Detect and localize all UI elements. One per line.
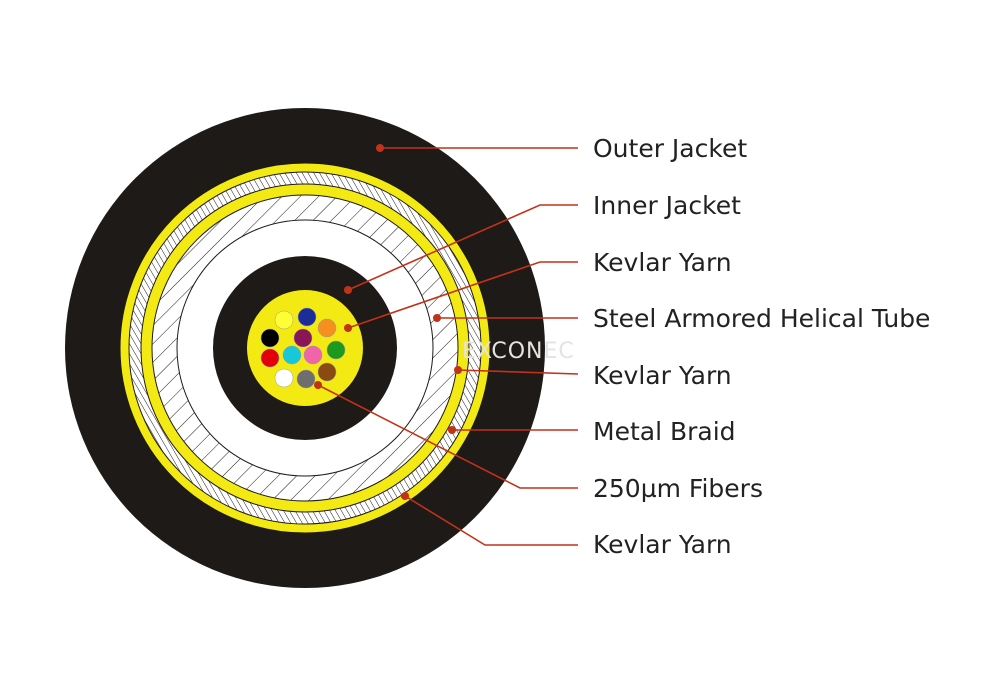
fiber-5 bbox=[317, 318, 337, 338]
inner-kevlar-yarn bbox=[247, 290, 363, 406]
dot-metal-braid bbox=[448, 426, 456, 434]
fiber-3 bbox=[260, 328, 280, 348]
dot-kevlar-yarn-outer bbox=[401, 492, 409, 500]
label-outer-jacket: Outer Jacket bbox=[593, 134, 747, 163]
leader-kevlar-yarn-middle bbox=[457, 369, 579, 375]
leader-kevlar-yarn-outer bbox=[404, 495, 578, 546]
fiber-7 bbox=[282, 345, 302, 365]
dot-inner-jacket bbox=[344, 286, 352, 294]
dot-kevlar-yarn-middle bbox=[454, 366, 462, 374]
dot-kevlar-yarn-inner bbox=[344, 324, 352, 332]
fiber-1 bbox=[274, 310, 294, 330]
label-kevlar-yarn-inner: Kevlar Yarn bbox=[593, 248, 732, 277]
callout-labels: Outer Jacket Inner Jacket Kevlar Yarn St… bbox=[593, 134, 930, 559]
watermark: EXCONEC bbox=[462, 339, 575, 364]
fiber-4 bbox=[293, 328, 313, 348]
fiber-bundle bbox=[260, 307, 346, 389]
fiber-8 bbox=[303, 345, 323, 365]
label-kevlar-yarn-middle: Kevlar Yarn bbox=[593, 361, 732, 390]
fiber-2 bbox=[297, 307, 317, 327]
dot-outer-jacket bbox=[376, 144, 384, 152]
fiber-9 bbox=[326, 340, 346, 360]
fiber-6 bbox=[260, 348, 280, 368]
leader-lines bbox=[317, 147, 579, 546]
fiber-12 bbox=[317, 362, 337, 382]
dot-steel-tube bbox=[433, 314, 441, 322]
cable-layers bbox=[65, 108, 545, 588]
leader-kevlar-yarn-inner bbox=[347, 261, 578, 329]
fiber-10 bbox=[274, 368, 294, 388]
fiber-11 bbox=[296, 369, 316, 389]
leader-fibers bbox=[317, 384, 578, 489]
label-steel-armored-helical-tube: Steel Armored Helical Tube bbox=[593, 304, 930, 333]
leader-dots bbox=[314, 144, 462, 500]
label-metal-braid: Metal Braid bbox=[593, 417, 736, 446]
label-250um-fibers: 250µm Fibers bbox=[593, 474, 763, 503]
label-kevlar-yarn-outer: Kevlar Yarn bbox=[593, 530, 732, 559]
dot-fibers bbox=[314, 381, 322, 389]
label-inner-jacket: Inner Jacket bbox=[593, 191, 741, 220]
leader-inner-jacket bbox=[347, 204, 578, 291]
